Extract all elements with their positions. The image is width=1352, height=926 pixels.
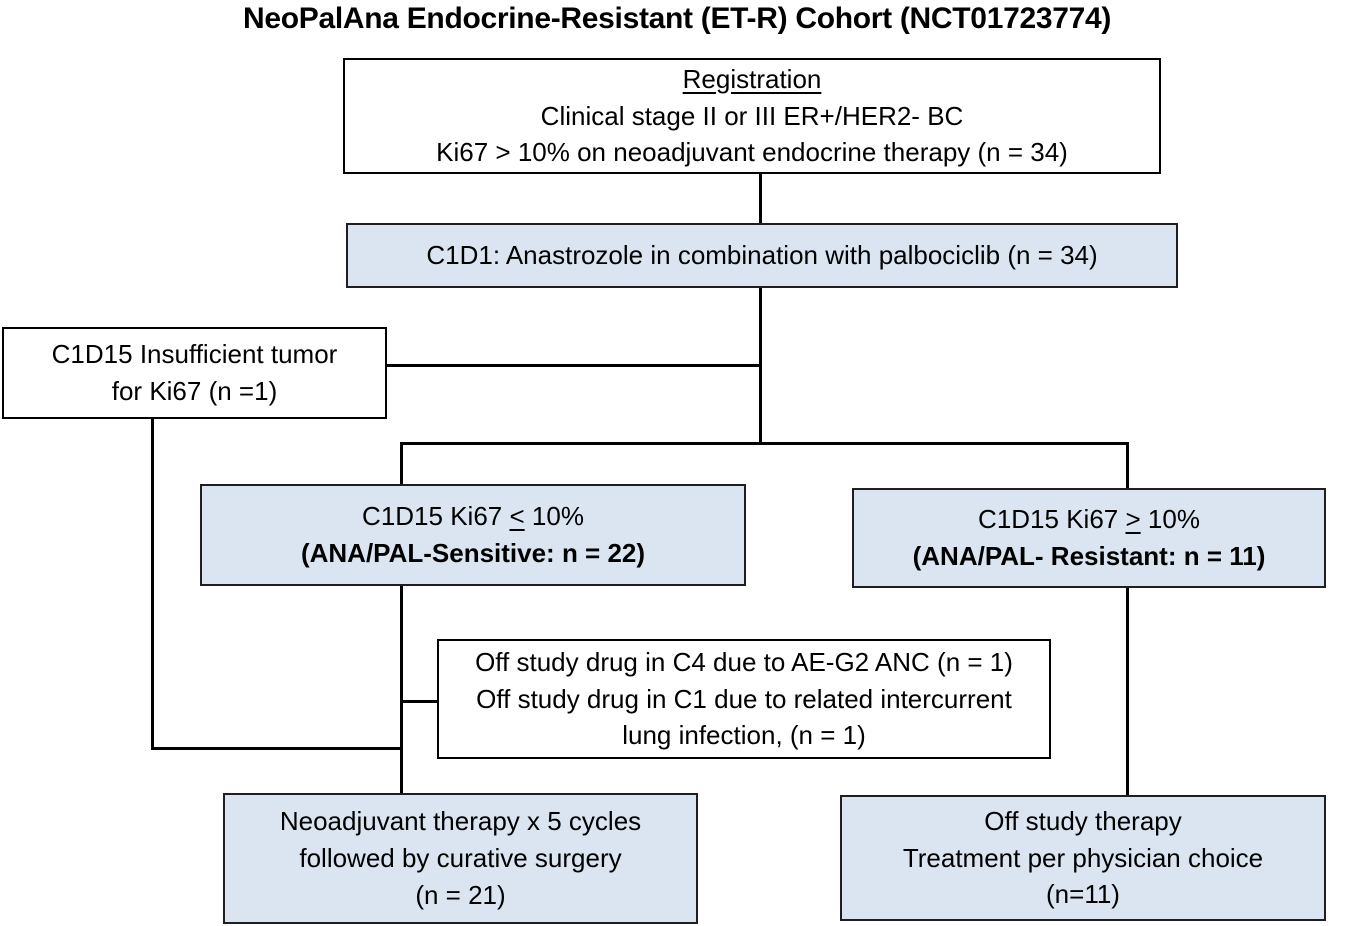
connector-branch-sensitive <box>400 442 403 485</box>
connector-insufficient-down <box>151 418 154 750</box>
registration-line1: Clinical stage II or III ER+/HER2- BC <box>540 100 964 131</box>
neoadjuvant-line2: followed by curative surgery <box>299 843 622 874</box>
resistant-line1: C1D15 Ki67 > 10% <box>978 501 1200 538</box>
registration-line2: Ki67 > 10% on neoadjuvant endocrine ther… <box>436 137 1068 168</box>
less-equal-operator: < <box>509 501 525 532</box>
connector-insufficient-main <box>386 364 761 367</box>
insufficient-line2: for Ki67 (n =1) <box>111 376 278 406</box>
sensitive-arm-box: C1D15 Ki67 < 10% (ANA/PAL-Sensitive: n =… <box>200 484 746 586</box>
neoadjuvant-line1: Neoadjuvant therapy x 5 cycles <box>279 806 642 837</box>
connector-branch-resistant <box>1126 442 1129 489</box>
sensitive-line1-post: 10% <box>531 501 584 532</box>
registration-heading: Registration <box>682 63 822 94</box>
registration-box: Registration Clinical stage II or III ER… <box>343 58 1161 174</box>
connector-sensitive-neoadjuvant <box>400 585 403 794</box>
sensitive-line1-pre: C1D15 Ki67 <box>362 501 503 532</box>
resistant-line1-pre: C1D15 Ki67 <box>978 504 1119 535</box>
resistant-line2: (ANA/PAL- Resistant: n = 11) <box>912 541 1266 571</box>
off-study-drug-box: Off study drug in C4 due to AE-G2 ANC (n… <box>437 639 1051 759</box>
greater-equal-operator: > <box>1125 504 1141 535</box>
connector-resistant-offtherapy <box>1126 587 1129 796</box>
insufficient-line1: C1D15 Insufficient tumor <box>51 339 338 370</box>
offtherapy-line3: (n=11) <box>1046 879 1120 910</box>
offdrug-line2: Off study drug in C1 due to related inte… <box>476 683 1012 714</box>
diagram-title: NeoPalAna Endocrine-Resistant (ET-R) Coh… <box>243 2 1112 35</box>
sensitive-line2: (ANA/PAL-Sensitive: n = 22) <box>300 538 646 568</box>
resistant-arm-box: C1D15 Ki67 > 10% (ANA/PAL- Resistant: n … <box>852 488 1326 588</box>
offtherapy-line1: Off study therapy <box>984 805 1182 836</box>
offdrug-line1: Off study drug in C4 due to AE-G2 ANC (n… <box>475 646 1013 677</box>
insufficient-tumor-box: C1D15 Insufficient tumor for Ki67 (n =1) <box>2 327 387 419</box>
c1d1-treatment-box: C1D1: Anastrozole in combination with pa… <box>346 223 1178 288</box>
c1d1-line1: C1D1: Anastrozole in combination with pa… <box>426 240 1098 271</box>
connector-registration-c1d1 <box>759 173 762 224</box>
connector-offdrug-branch <box>400 700 437 703</box>
resistant-line1-post: 10% <box>1147 504 1200 535</box>
neoadjuvant-therapy-box: Neoadjuvant therapy x 5 cycles followed … <box>223 793 698 924</box>
connector-branch-horizontal <box>400 442 1129 445</box>
offtherapy-line2: Treatment per physician choice <box>902 842 1264 873</box>
neoadjuvant-line3: (n = 21) <box>415 879 506 910</box>
offdrug-line3: lung infection, (n = 1) <box>622 720 866 751</box>
off-study-therapy-box: Off study therapy Treatment per physicia… <box>840 795 1326 921</box>
connector-insufficient-horizontal <box>151 747 403 750</box>
sensitive-line1: C1D15 Ki67 < 10% <box>362 498 584 535</box>
